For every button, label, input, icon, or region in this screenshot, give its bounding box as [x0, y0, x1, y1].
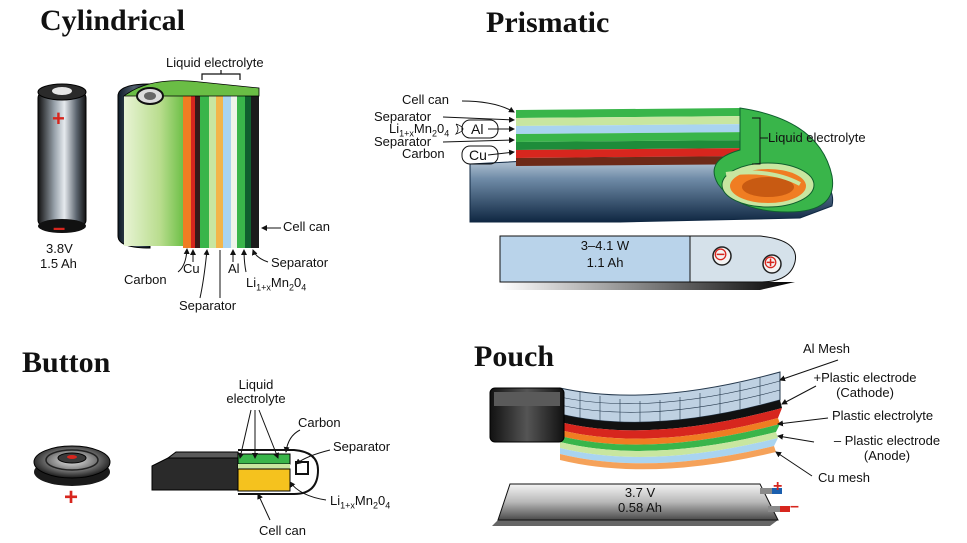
button-liquid-electrolyte-label-2: electrolyte: [226, 391, 286, 406]
pouch-plus-sign: +: [773, 478, 783, 495]
cathode-li: Li: [246, 275, 257, 290]
prismatic-minus-terminal: ⊖: [713, 244, 729, 264]
pouch-minus-sign: –: [790, 498, 799, 515]
prismatic-capacity: 1.1 Ah: [586, 255, 624, 270]
pouch-plastic-electrolyte-label: Plastic electrolyte: [832, 408, 934, 423]
cathode-mn: Mn: [270, 275, 289, 290]
cathode-sub-1: 1+x: [340, 500, 355, 511]
pouch-al-mesh-label: Al Mesh: [803, 341, 850, 356]
section-title-pouch: Pouch: [474, 340, 555, 373]
cathode-sub-3: 4: [301, 282, 307, 293]
cylindrical-separator-right-label: Separator: [271, 255, 329, 270]
button-plus-sign: +: [64, 484, 79, 511]
cathode-li: Li: [330, 493, 341, 508]
cylindrical-voltage: 3.8V: [46, 241, 73, 256]
button-carbon-label: Carbon: [298, 415, 341, 430]
button-cross-section: [151, 409, 331, 521]
cylindrical-cell-can-label: Cell can: [283, 219, 330, 234]
cathode-sub-2: 2: [288, 282, 294, 293]
cathode-sub-2: 2: [372, 500, 378, 511]
prismatic-cell-can-label: Cell can: [402, 92, 449, 107]
cylindrical-small-cell: [37, 83, 87, 233]
cathode-mn: Mn: [413, 121, 432, 136]
pouch-cathode-label-1: +Plastic electrode: [813, 370, 917, 385]
prismatic-liquid-electrolyte-label: Liquid electrolyte: [768, 130, 866, 145]
section-title-cylindrical: Cylindrical: [40, 4, 186, 37]
prismatic-carbon-label: Carbon: [402, 146, 445, 161]
pouch-cu-mesh-label: Cu mesh: [818, 470, 871, 485]
button-cathode-label: Li1+xMn204: [330, 493, 391, 511]
cathode-li: Li: [389, 121, 400, 136]
cathode-o: 0: [377, 493, 386, 508]
pouch-capacity: 0.58 Ah: [617, 500, 663, 515]
button-liquid-electrolyte-label-1: Liquid: [238, 377, 274, 392]
cathode-sub-1: 1+x: [399, 128, 414, 139]
pouch-cathode-label-2: (Cathode): [836, 385, 894, 400]
prismatic-plus-terminal: ⊕: [763, 252, 779, 272]
prismatic-separator-2-label: Separator: [374, 134, 432, 149]
prismatic-cathode-label: Li1+xMn204: [389, 121, 450, 139]
button-cell-can-label: Cell can: [259, 523, 306, 538]
button-separator-label: Separator: [333, 439, 391, 454]
cylindrical-cutaway-cell: [117, 70, 281, 299]
prismatic-rating: 3–4.1 W: [580, 238, 630, 253]
section-title-button: Button: [22, 346, 111, 379]
section-title-prismatic: Prismatic: [486, 6, 610, 39]
cathode-sub-3: 4: [444, 128, 450, 139]
prismatic-separator-1-label: Separator: [374, 109, 432, 124]
cathode-sub-2: 2: [431, 128, 437, 139]
prismatic-cell: [442, 100, 834, 290]
cylindrical-separator-bottom-label: Separator: [179, 298, 237, 313]
cylindrical-liquid-electrolyte-label: Liquid electrolyte: [166, 55, 264, 70]
cylindrical-cathode-label: Li1+xMn204: [246, 275, 307, 293]
cylindrical-plus-sign: +: [52, 106, 65, 131]
cylindrical-minus-sign: –: [53, 215, 66, 240]
pouch-cell: [489, 359, 839, 526]
cathode-o: 0: [293, 275, 302, 290]
cathode-o: 0: [436, 121, 445, 136]
prismatic-al-label: Al: [471, 121, 484, 137]
cylindrical-carbon-label: Carbon: [124, 272, 167, 287]
cathode-mn: Mn: [354, 493, 373, 508]
pouch-anode-label-1: – Plastic electrode: [833, 433, 941, 448]
pouch-voltage: 3.7 V: [624, 485, 656, 500]
pouch-anode-label-2: (Anode): [863, 448, 911, 463]
cathode-sub-3: 4: [385, 500, 391, 511]
prismatic-cu-label: Cu: [469, 147, 487, 163]
button-cell: [33, 445, 111, 486]
cylindrical-cu-label: Cu: [183, 261, 200, 276]
cylindrical-capacity: 1.5 Ah: [40, 256, 77, 271]
cylindrical-al-label: Al: [228, 261, 240, 276]
cathode-sub-1: 1+x: [256, 282, 271, 293]
